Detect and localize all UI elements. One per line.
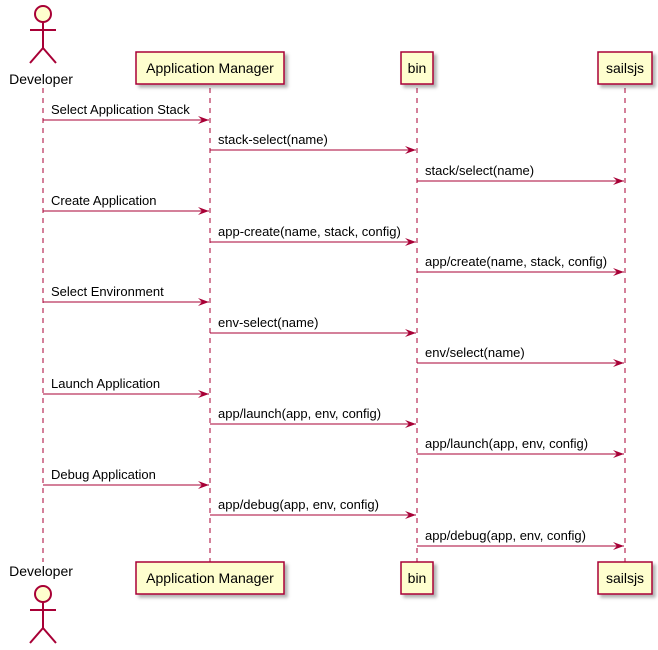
- message-1: stack-select(name): [210, 132, 416, 154]
- arrowhead-icon: [405, 329, 416, 337]
- arrowhead-icon: [198, 116, 209, 124]
- message-5: app/create(name, stack, config): [417, 254, 624, 276]
- arrowhead-icon: [613, 359, 624, 367]
- message-11: app/launch(app, env, config): [417, 436, 624, 458]
- message-label: app/debug(app, env, config): [218, 497, 379, 512]
- message-9: Launch Application: [43, 376, 209, 398]
- message-label: stack/select(name): [425, 163, 534, 178]
- arrowhead-icon: [613, 542, 624, 550]
- participant-label: bin: [408, 570, 427, 586]
- message-8: env/select(name): [417, 345, 624, 367]
- participant-label: Application Manager: [146, 570, 274, 586]
- message-14: app/debug(app, env, config): [417, 528, 624, 550]
- participant-box: [597, 561, 653, 595]
- actor-head: [34, 5, 52, 23]
- participant-box: [400, 561, 434, 595]
- message-4: app-create(name, stack, config): [210, 224, 416, 246]
- message-label: app/launch(app, env, config): [218, 406, 381, 421]
- participant-bin-top: bin: [400, 51, 434, 85]
- participant-bin-bottom: bin: [400, 561, 434, 595]
- participant-am-top: Application Manager: [135, 51, 285, 85]
- participant-sails-top: sailsjs: [597, 51, 653, 85]
- participant-box: [400, 51, 434, 85]
- participant-label: Application Manager: [146, 60, 274, 76]
- message-label: env-select(name): [218, 315, 318, 330]
- actor-figure-icon: [29, 22, 57, 64]
- actor-head: [34, 585, 52, 603]
- message-label: Debug Application: [51, 467, 156, 482]
- message-label: stack-select(name): [218, 132, 328, 147]
- arrowhead-icon: [198, 390, 209, 398]
- message-label: Select Application Stack: [51, 102, 190, 117]
- participant-label: bin: [408, 60, 427, 76]
- message-12: Debug Application: [43, 467, 209, 489]
- arrowhead-icon: [613, 450, 624, 458]
- participant-dev-bottom: Developer: [9, 563, 73, 644]
- participant-label: Developer: [9, 71, 73, 87]
- message-13: app/debug(app, env, config): [210, 497, 416, 519]
- arrowhead-icon: [198, 207, 209, 215]
- message-label: app/create(name, stack, config): [425, 254, 607, 269]
- arrowhead-icon: [405, 238, 416, 246]
- arrowhead-icon: [405, 420, 416, 428]
- lifelines: [42, 88, 626, 562]
- message-label: app/launch(app, env, config): [425, 436, 588, 451]
- message-label: app-create(name, stack, config): [218, 224, 401, 239]
- message-7: env-select(name): [210, 315, 416, 337]
- arrowhead-icon: [198, 481, 209, 489]
- participant-am-bottom: Application Manager: [135, 561, 285, 595]
- arrowhead-icon: [198, 298, 209, 306]
- message-label: Create Application: [51, 193, 157, 208]
- participant-box: [135, 561, 285, 595]
- participant-label: sailsjs: [606, 570, 644, 586]
- participant-box: [597, 51, 653, 85]
- participant-label: Developer: [9, 563, 73, 579]
- participant-dev-top: Developer: [9, 5, 73, 87]
- arrowhead-icon: [405, 146, 416, 154]
- actor-figure-icon: [29, 602, 57, 644]
- message-2: stack/select(name): [417, 163, 624, 185]
- message-0: Select Application Stack: [43, 102, 209, 124]
- arrowhead-icon: [613, 177, 624, 185]
- participant-box: [135, 51, 285, 85]
- message-label: Select Environment: [51, 284, 164, 299]
- message-label: Launch Application: [51, 376, 160, 391]
- arrowhead-icon: [405, 511, 416, 519]
- message-label: env/select(name): [425, 345, 525, 360]
- participant-label: sailsjs: [606, 60, 644, 76]
- message-10: app/launch(app, env, config): [210, 406, 416, 428]
- message-3: Create Application: [43, 193, 209, 215]
- message-6: Select Environment: [43, 284, 209, 306]
- participant-sails-bottom: sailsjs: [597, 561, 653, 595]
- arrowhead-icon: [613, 268, 624, 276]
- messages: Select Application Stack stack-select(nam…: [43, 102, 624, 550]
- message-label: app/debug(app, env, config): [425, 528, 586, 543]
